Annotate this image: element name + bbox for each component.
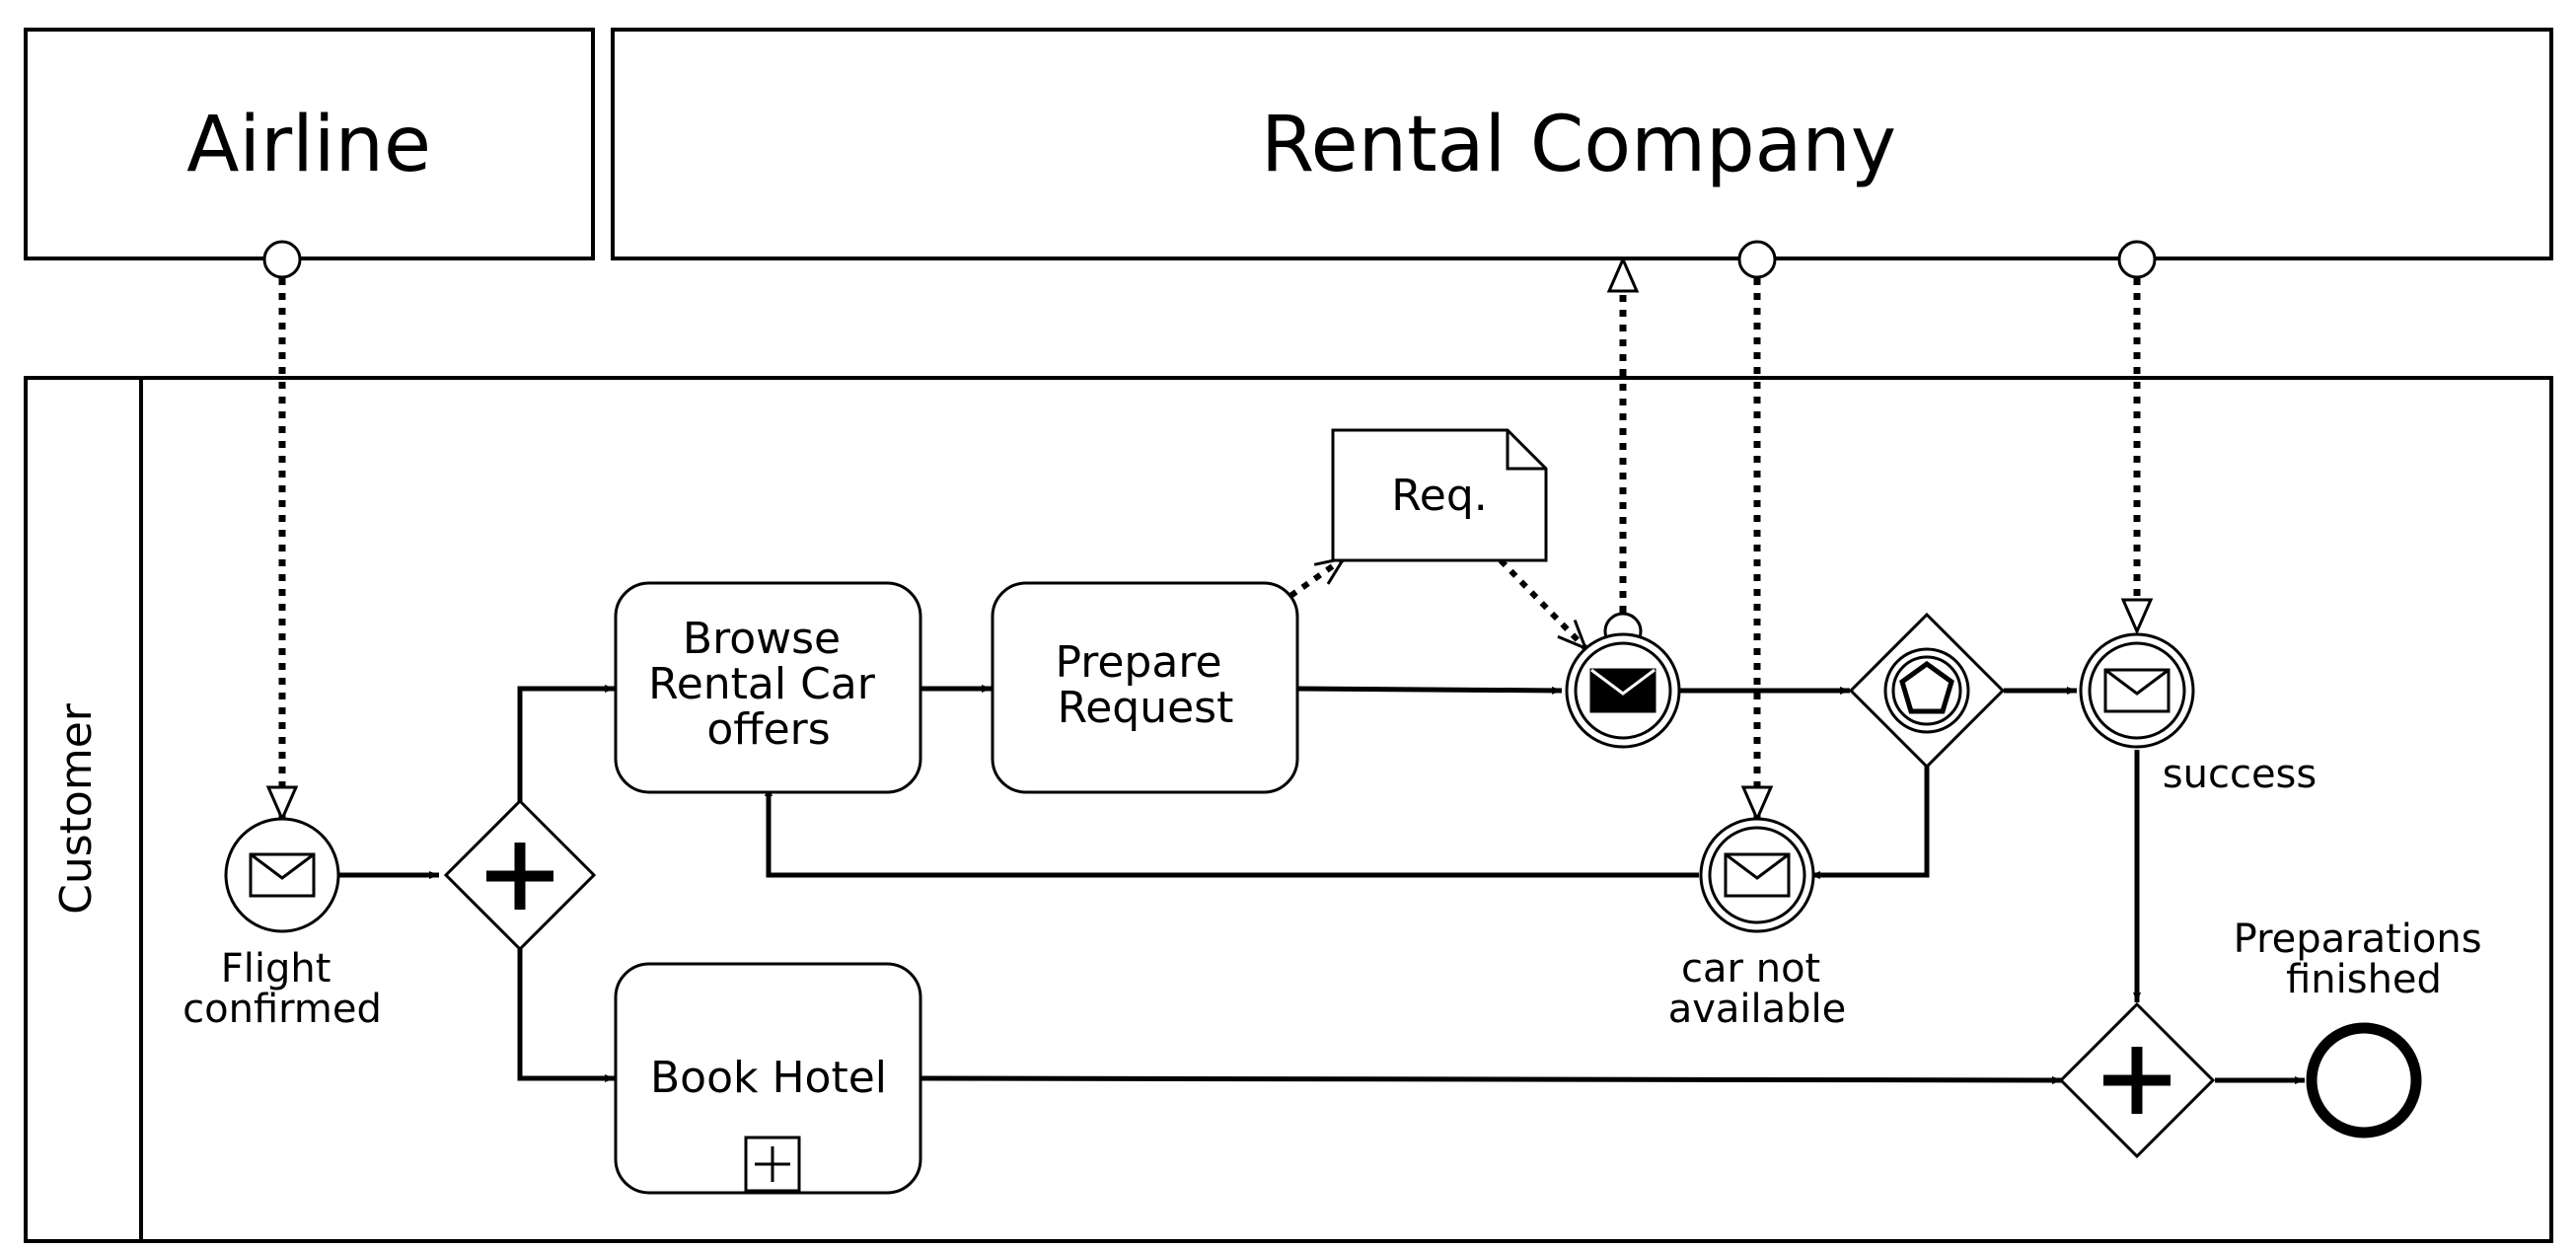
intermediate-throw-message-event[interactable] — [1565, 632, 1681, 749]
svg-text:Prepare Request: Prepare Request — [1055, 637, 1235, 733]
flow-eventgw-to-notavail — [1810, 766, 1930, 879]
start-event-label-line1: Flight — [221, 946, 331, 992]
svg-text:Flight confirmed: Flight confirmed — [183, 946, 382, 1032]
flow-prepare-to-throw — [1296, 686, 1563, 695]
task-browse-line3: offers — [706, 704, 830, 755]
data-object-label: Req. — [1391, 471, 1488, 521]
data-object-req[interactable]: Req. — [1331, 428, 1548, 562]
end-event-preparations-finished[interactable] — [2306, 1022, 2422, 1139]
car-not-available-label-line2: available — [1668, 987, 1847, 1032]
intermediate-catch-event-success[interactable] — [2079, 632, 2195, 749]
assoc-prepare-to-req — [1288, 555, 1348, 599]
parallel-gateway-join[interactable] — [2058, 1001, 2216, 1159]
end-event-label-line1: Preparations — [2234, 917, 2482, 962]
sequence-flows — [338, 685, 2305, 1084]
msg-start-notavail — [1737, 240, 1777, 279]
event-based-gateway[interactable] — [1848, 612, 2006, 770]
end-event-label-line2: finished — [2286, 957, 2442, 1002]
task-prepare-request[interactable]: Prepare Request — [991, 581, 1299, 794]
flow-split-to-hotel — [517, 949, 615, 1082]
message-flows — [262, 240, 2157, 819]
task-prepare-line1: Prepare — [1055, 637, 1221, 688]
envelope-icon — [1724, 852, 1791, 898]
intermediate-catch-event-car-not-available[interactable] — [1699, 817, 1815, 933]
pool-rental-company-title: Rental Company — [1261, 101, 1896, 189]
msg-start-success — [2117, 240, 2157, 279]
task-browse-rental-car-offers[interactable]: Browse Rental Car offers — [614, 581, 922, 794]
plus-icon — [2103, 1047, 2171, 1114]
filled-envelope-icon — [1589, 668, 1656, 713]
car-not-available-label-line1: car not — [1681, 946, 1820, 992]
flow-notavail-to-browse — [765, 786, 1699, 878]
task-prepare-line2: Request — [1058, 683, 1234, 733]
msg-start-airline — [262, 240, 302, 279]
plus-icon — [486, 843, 553, 910]
flow-split-to-browse — [517, 685, 615, 801]
data-associations — [1288, 555, 1588, 651]
collapsed-subprocess-icon[interactable] — [744, 1136, 801, 1193]
task-browse-line1: Browse — [683, 614, 841, 664]
subprocess-book-hotel[interactable]: Book Hotel — [614, 962, 922, 1195]
envelope-icon — [249, 852, 316, 898]
svg-text:Browse Rental Car: Browse Rental Car offers — [648, 614, 889, 755]
start-event-label-line2: confirmed — [183, 987, 382, 1032]
flow-hotel-to-join — [920, 1075, 2063, 1084]
svg-text:Preparations finished: Preparations finished — [2234, 917, 2495, 1002]
pentagon-icon — [1899, 660, 1954, 714]
pool-customer-title: Customer — [51, 702, 102, 915]
parallel-gateway-split[interactable] — [443, 798, 597, 952]
task-browse-line2: Rental Car — [648, 659, 876, 709]
pool-airline[interactable]: Airline — [24, 28, 595, 260]
envelope-icon — [2103, 668, 2171, 713]
svg-text:car not available: car not available — [1668, 946, 1847, 1032]
pool-airline-title: Airline — [186, 101, 431, 189]
start-event-flight-confirmed[interactable] — [224, 817, 340, 933]
task-hotel-label: Book Hotel — [650, 1053, 887, 1103]
pool-rental-company[interactable]: Rental Company — [611, 28, 2553, 260]
success-label: success — [2163, 752, 2317, 797]
assoc-req-to-throw — [1498, 557, 1588, 651]
